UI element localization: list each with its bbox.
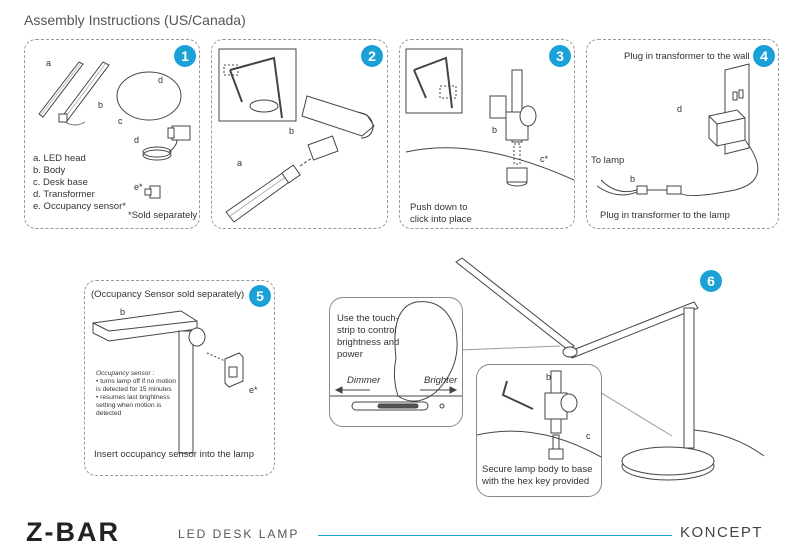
product-subtitle: LED DESK LAMP xyxy=(178,527,300,541)
label-d-top: d xyxy=(158,75,164,85)
step-1-badge: 1 xyxy=(174,45,196,67)
parts-list-item: e. Occupancy sensor* xyxy=(33,201,126,212)
label-c: c xyxy=(118,116,123,126)
brighter-label: Brighter xyxy=(424,375,458,386)
label-e: e* xyxy=(249,385,258,395)
label-a: a xyxy=(46,58,52,68)
sold-separately-note: *Sold separately xyxy=(128,210,198,221)
step-2-panel: 2 b a xyxy=(211,39,388,229)
plug-lamp-caption: Plug in transformer to the lamp xyxy=(600,210,730,221)
label-b: b xyxy=(630,174,636,184)
parts-list-item: b. Body xyxy=(33,165,66,176)
brand-name: KONCEPT xyxy=(680,524,764,541)
page-title: Assembly Instructions (US/Canada) xyxy=(24,12,246,28)
label-a: a xyxy=(237,158,243,168)
step-6-badge: 6 xyxy=(700,270,722,292)
label-d: d xyxy=(677,104,683,114)
push-down-caption: Push down to click into place xyxy=(410,202,472,225)
touch-strip-illustration xyxy=(330,301,462,411)
product-logo: Z-BAR xyxy=(26,517,120,547)
label-c: c* xyxy=(540,154,549,164)
step-1-panel: 1 a d b c d e* a. LED head b. Body c. De… xyxy=(24,39,200,229)
label-b: b xyxy=(98,100,104,110)
step-3-panel: 3 b c* Push down to click into place xyxy=(399,39,575,229)
step-4-badge: 4 xyxy=(753,45,775,67)
label-c: c xyxy=(586,431,591,441)
components-illustration xyxy=(38,61,191,199)
parts-list-item: a. LED head xyxy=(33,153,86,164)
parts-list-item: d. Transformer xyxy=(33,189,95,200)
hex-key-illustration xyxy=(477,370,601,460)
transformer-plug-illustration xyxy=(596,63,759,196)
touch-strip-instructions: Use the touch- strip to control brightne… xyxy=(337,313,400,360)
touch-strip-callout: Use the touch- strip to control brightne… xyxy=(329,297,463,427)
label-d: d xyxy=(134,135,140,145)
body-assembly-illustration xyxy=(218,48,375,223)
step-2-badge: 2 xyxy=(361,45,383,67)
label-b: b xyxy=(120,307,126,317)
secure-base-caption: Secure lamp body to base with the hex ke… xyxy=(482,464,593,487)
base-attach-illustration xyxy=(405,48,574,187)
sensor-info: Occupancy sensor : • turns lamp off if n… xyxy=(96,370,176,417)
sensor-insert-illustration xyxy=(92,310,244,454)
insert-sensor-caption: Insert occupancy sensor into the lamp xyxy=(94,449,255,460)
step-4-panel: 4 Plug in transformer to the wall d To l… xyxy=(586,39,779,229)
label-b: b xyxy=(289,126,295,136)
step-5-panel: 5 (Occupancy Sensor sold separately) b e… xyxy=(84,280,275,476)
step-3-badge: 3 xyxy=(549,45,571,67)
parts-list: a. LED head b. Body c. Desk base d. Tran… xyxy=(33,153,126,213)
base-secure-callout: b c Secure lamp body to base with the he… xyxy=(476,364,602,497)
label-e: e* xyxy=(134,182,143,192)
to-lamp-label: To lamp xyxy=(591,155,625,166)
parts-list-item: c. Desk base xyxy=(33,177,88,188)
dimmer-label: Dimmer xyxy=(347,375,381,386)
sensor-sold-note: (Occupancy Sensor sold separately) xyxy=(91,289,245,300)
plug-wall-caption: Plug in transformer to the wall xyxy=(624,51,750,62)
footer-divider xyxy=(318,535,672,536)
label-b: b xyxy=(546,372,552,382)
step-5-badge: 5 xyxy=(249,285,271,307)
label-b: b xyxy=(492,125,498,135)
